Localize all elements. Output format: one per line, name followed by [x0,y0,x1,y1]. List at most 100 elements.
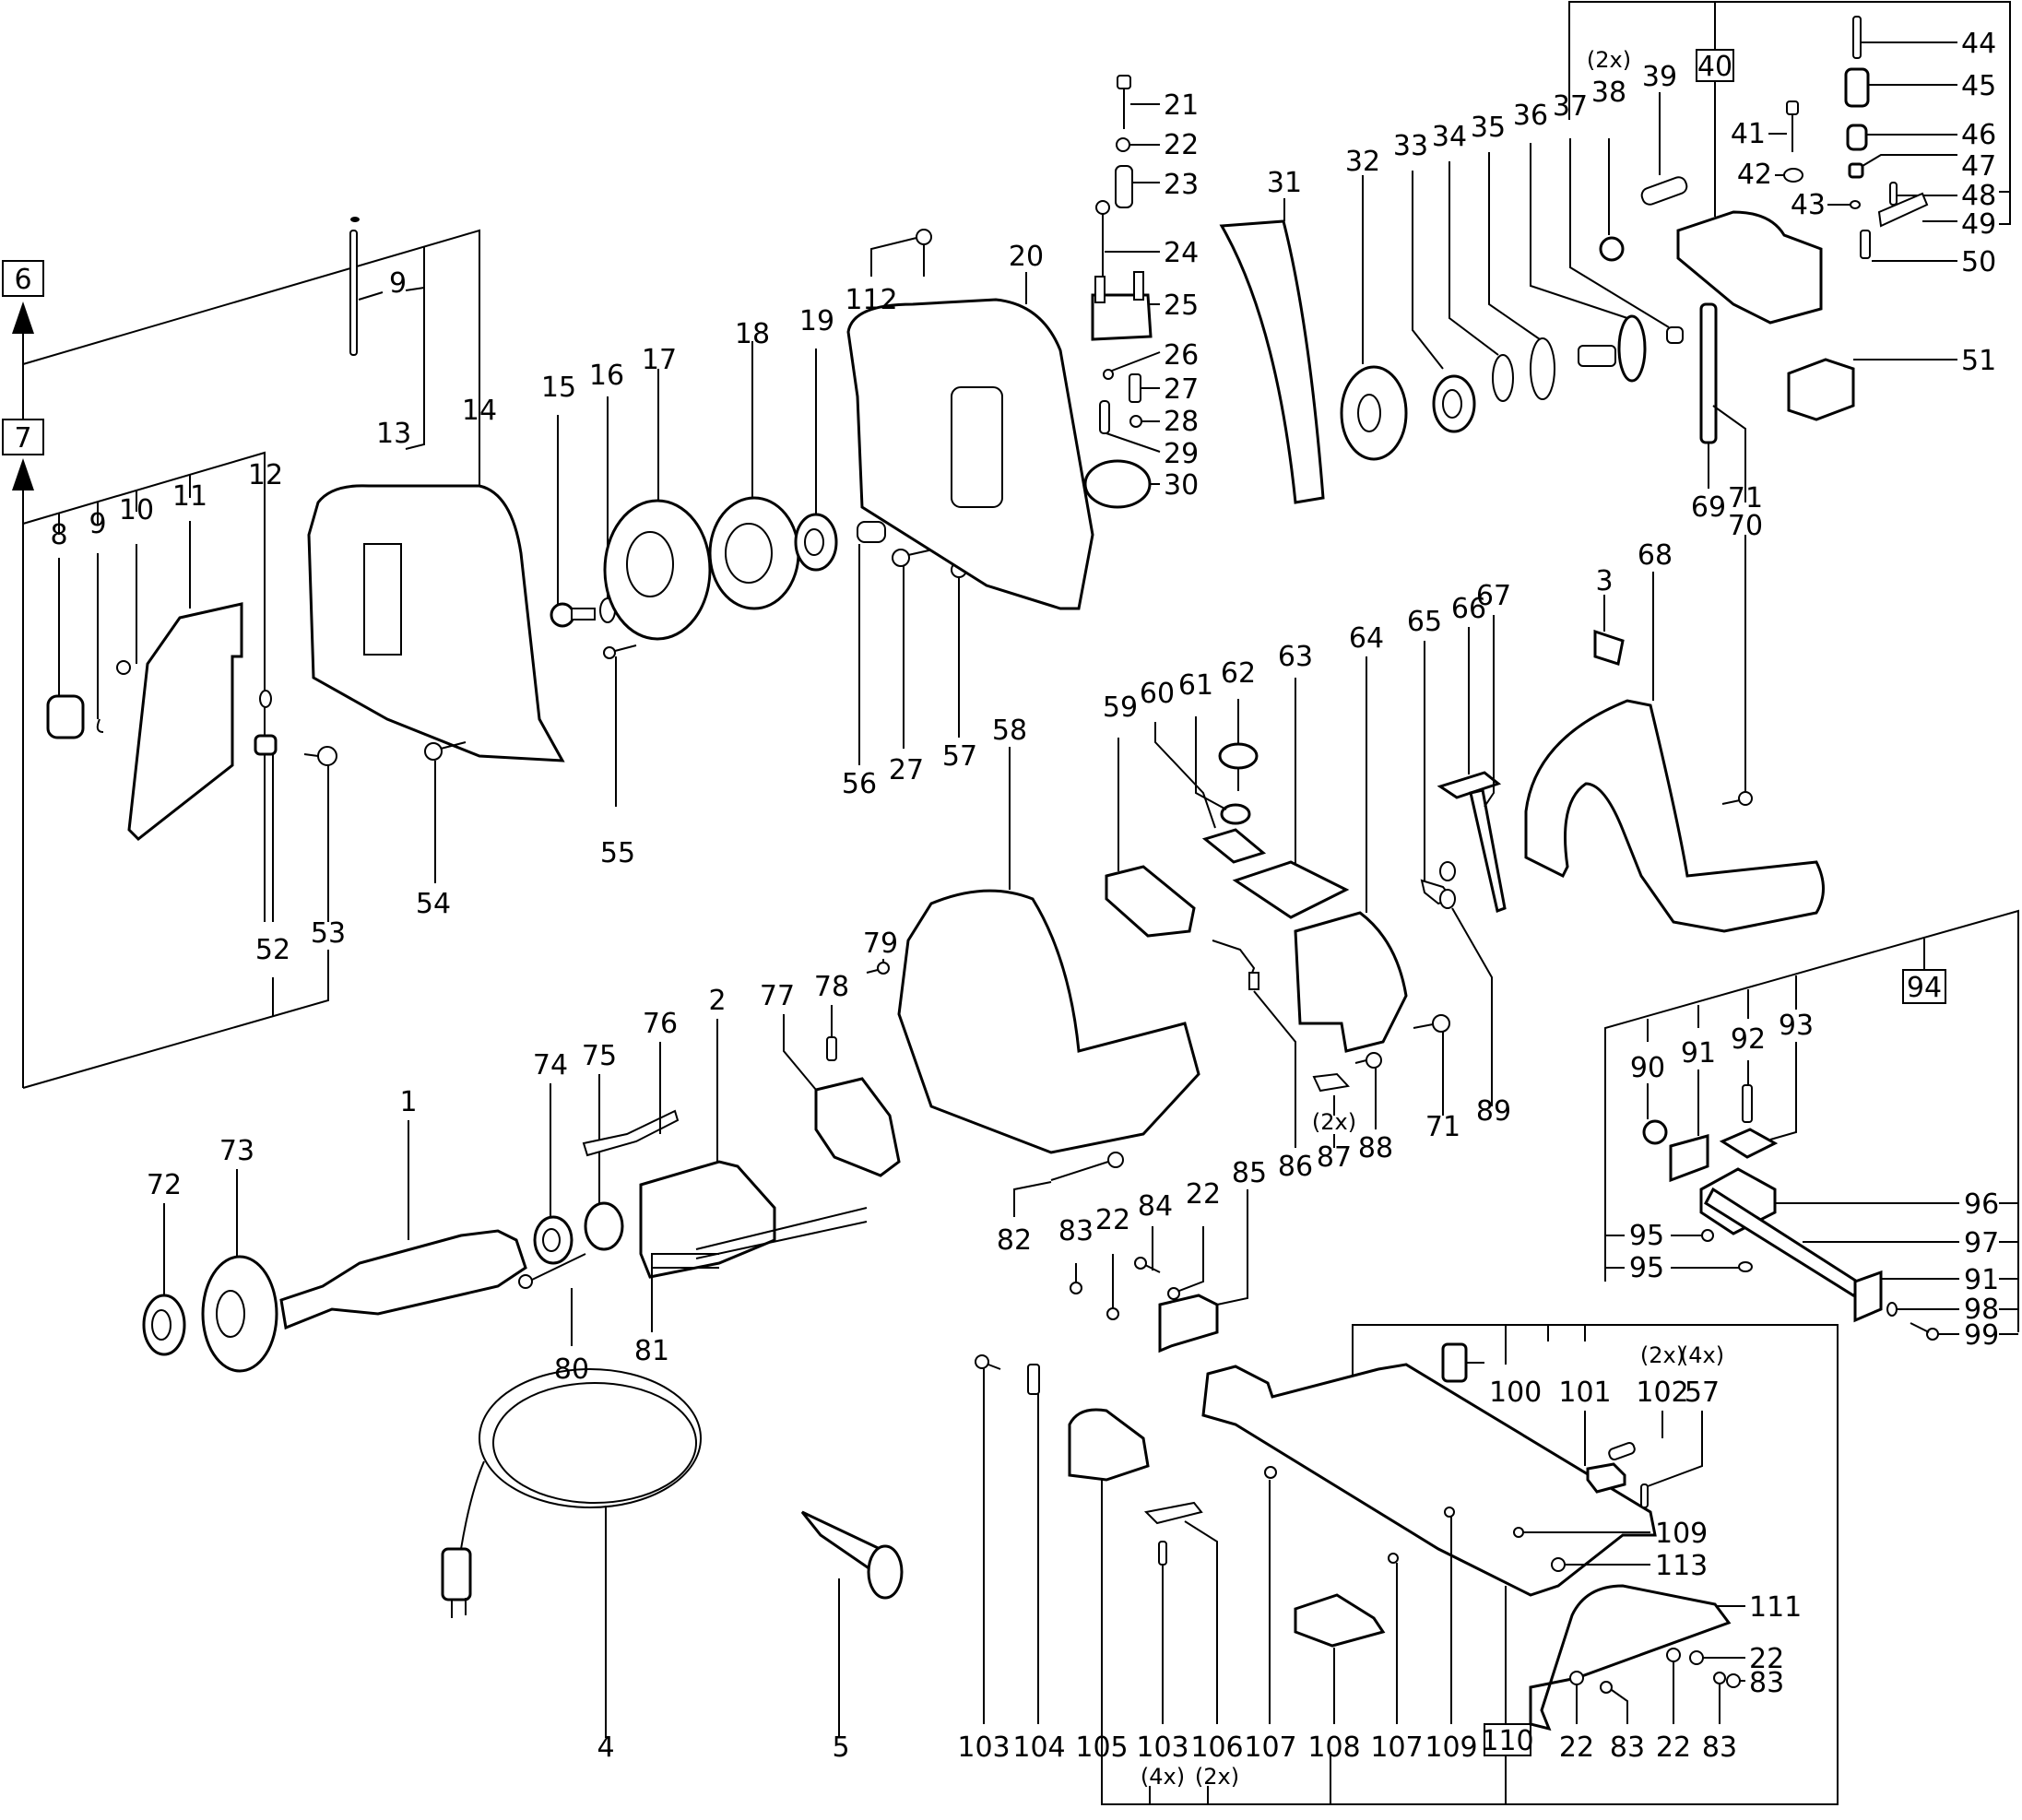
part-8-plug[interactable] [46,558,85,739]
part-59-cover[interactable] [1105,738,1196,938]
part-95-nut-b[interactable] [1671,1261,1753,1272]
part-62-knob[interactable] [1218,699,1259,791]
part-112-screw[interactable] [870,229,932,277]
part-24-screw[interactable] [1095,200,1160,281]
part-32-flange[interactable] [1340,175,1408,461]
part-30-cam[interactable] [1083,459,1160,509]
part-38-nut[interactable] [1599,138,1625,262]
part-43-ball[interactable] [1827,200,1861,209]
part-47-nut[interactable] [1848,154,1957,179]
part-84-screw[interactable] [1134,1226,1161,1273]
part-12-washer[interactable] [259,489,272,708]
part-71-screw-upper[interactable] [1721,535,1753,806]
part-82-screw[interactable] [1013,1152,1124,1217]
part-77-gasket[interactable] [783,1014,901,1177]
part-9-clip[interactable] [96,553,104,733]
part-13-rod[interactable] [349,217,384,356]
part-88-screw[interactable] [1354,1052,1382,1129]
part-28-washer[interactable] [1129,415,1160,428]
part-40-lever-assembly[interactable]: 40 [1568,1,2011,325]
part-21-screw[interactable] [1117,75,1160,129]
part-10-pin[interactable] [116,544,137,675]
part-91-plate[interactable] [1669,1070,1709,1183]
part-37-pin[interactable] [1569,138,1684,344]
part-75-sleeve[interactable] [584,1074,624,1251]
part-22-washers-base[interactable] [1569,1648,1745,1724]
part-74-bearing[interactable] [533,1083,573,1265]
part-68-handle[interactable] [1524,572,1825,933]
part-79-screw[interactable] [866,959,890,975]
part-22-washer[interactable] [1116,137,1160,152]
part-107-screw[interactable] [1264,1466,1277,1724]
part-31-scale[interactable] [1219,198,1325,504]
part-27-screw[interactable] [892,546,946,749]
part-94-bracket-assembly[interactable]: 94 [1604,909,2019,1335]
part-95-nut[interactable] [1671,1229,1714,1242]
part-57-screw-b[interactable] [1640,1411,1703,1508]
part-104-clip[interactable] [1027,1364,1040,1724]
part-90-knob[interactable] [1642,1083,1668,1145]
part-14-housing[interactable] [307,484,565,762]
part-42-washer[interactable] [1775,168,1803,183]
part-109-screw-b[interactable] [1444,1507,1455,1724]
part-102-spring[interactable] [1608,1411,1663,1461]
part-113-washer[interactable] [1551,1557,1650,1572]
part-22-washer-c[interactable] [1167,1226,1204,1300]
part-52-spring[interactable] [254,734,278,922]
part-72-bearing[interactable] [142,1203,186,1356]
part-36-shaft[interactable] [1530,143,1647,383]
part-46-spring[interactable] [1846,124,1957,151]
part-26-ball[interactable] [1103,351,1161,380]
part-48-pin[interactable] [1889,182,1957,206]
part-105-holder[interactable] [1068,1408,1150,1724]
part-101-block[interactable] [1584,1411,1626,1494]
part-3-brush[interactable] [1593,595,1625,666]
part-49-latch[interactable] [1877,192,1957,228]
part-63-plate[interactable] [1232,678,1350,919]
part-100-clip[interactable] [1441,1342,1484,1383]
part-85-bracket[interactable] [1158,1189,1248,1353]
part-83-nuts-base[interactable] [1600,1672,1745,1724]
part-87-clip[interactable] [1312,1072,1350,1148]
part-51-block[interactable] [1787,358,1957,421]
part-107-screw-b[interactable] [1388,1553,1399,1724]
part-108-foot[interactable] [1294,1593,1386,1724]
part-110-base-assembly[interactable]: 110 [1101,1324,1839,1805]
part-69-spring[interactable] [1699,302,1746,502]
part-56-sleeve[interactable] [857,521,886,765]
part-54-screw[interactable] [424,741,467,883]
part-66-lever[interactable] [1437,627,1502,799]
part-27-screw-small[interactable] [1129,373,1160,403]
part-93-plate[interactable] [1719,1042,1797,1159]
part-83-nut[interactable] [1070,1263,1082,1294]
part-64-cover[interactable] [1294,656,1408,1053]
part-34-circlip[interactable] [1449,161,1514,402]
part-106-strip[interactable] [1143,1501,1218,1724]
part-91-plate-b[interactable] [1853,1270,1959,1323]
part-60-plate[interactable] [1154,722,1267,864]
part-23-sleeve[interactable] [1115,165,1160,208]
part-76-brush-holder[interactable] [582,1042,680,1157]
part-22-washer-b[interactable] [1106,1254,1119,1320]
part-44-screw[interactable] [1852,16,1957,59]
assembly-ref-6[interactable]: 6 [2,260,44,297]
part-11-cover[interactable] [127,521,243,842]
part-17-flange[interactable] [603,369,712,641]
part-4-power-cord[interactable] [441,1368,702,1738]
part-35-oring[interactable] [1488,152,1555,400]
part-18-flange[interactable] [708,341,800,610]
part-97-rod[interactable] [1704,1187,1959,1297]
part-67-strip[interactable] [1469,615,1507,914]
part-103-screw-b[interactable] [1158,1541,1167,1724]
part-103-screw[interactable] [975,1354,1001,1724]
part-86-switch[interactable] [1212,940,1296,1148]
part-99-screw[interactable] [1910,1322,1959,1341]
part-71-screw[interactable] [1413,1014,1450,1116]
part-5-grip[interactable] [800,1510,904,1738]
part-89-springs[interactable] [1439,861,1493,1106]
part-15-screw[interactable] [550,415,596,628]
part-109-screw[interactable] [1513,1527,1650,1538]
part-81-wires[interactable] [651,1207,868,1332]
part-61-washer[interactable] [1195,716,1251,825]
part-53-screw[interactable] [303,746,337,922]
